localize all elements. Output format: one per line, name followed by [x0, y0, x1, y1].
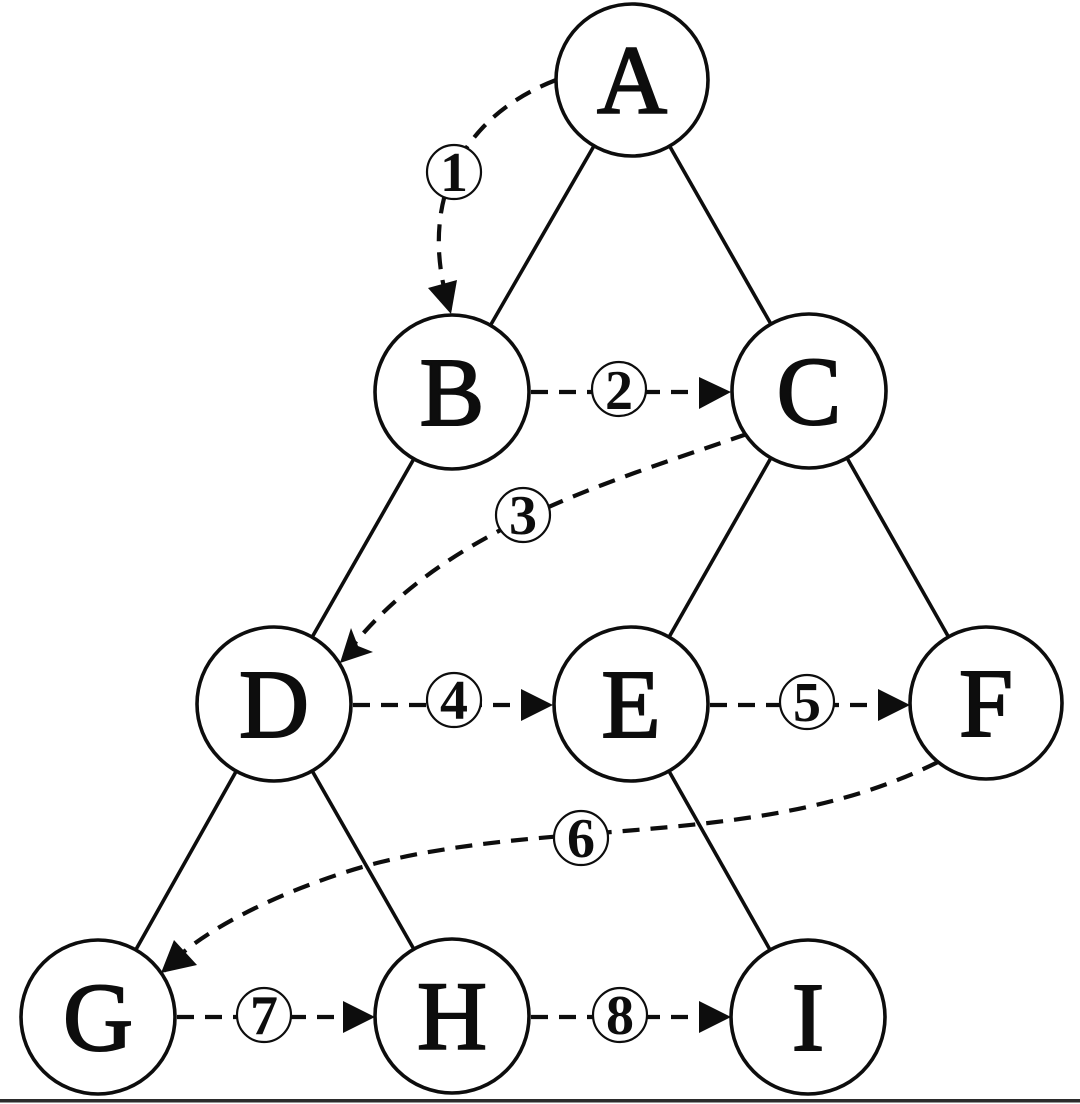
svg-text:4: 4	[440, 670, 468, 732]
svg-text:C: C	[777, 338, 842, 445]
svg-text:B: B	[420, 339, 485, 446]
svg-text:G: G	[63, 964, 133, 1071]
svg-text:D: D	[239, 651, 309, 758]
svg-text:E: E	[601, 651, 660, 758]
svg-text:2: 2	[605, 360, 633, 422]
svg-text:1: 1	[440, 142, 468, 204]
svg-text:H: H	[417, 963, 487, 1070]
svg-text:6: 6	[567, 808, 595, 870]
svg-text:8: 8	[606, 985, 634, 1047]
svg-text:I: I	[792, 964, 824, 1071]
svg-text:7: 7	[250, 985, 278, 1047]
svg-text:A: A	[597, 27, 667, 134]
svg-text:5: 5	[793, 672, 821, 734]
svg-text:3: 3	[509, 485, 537, 547]
svg-text:F: F	[959, 650, 1013, 757]
